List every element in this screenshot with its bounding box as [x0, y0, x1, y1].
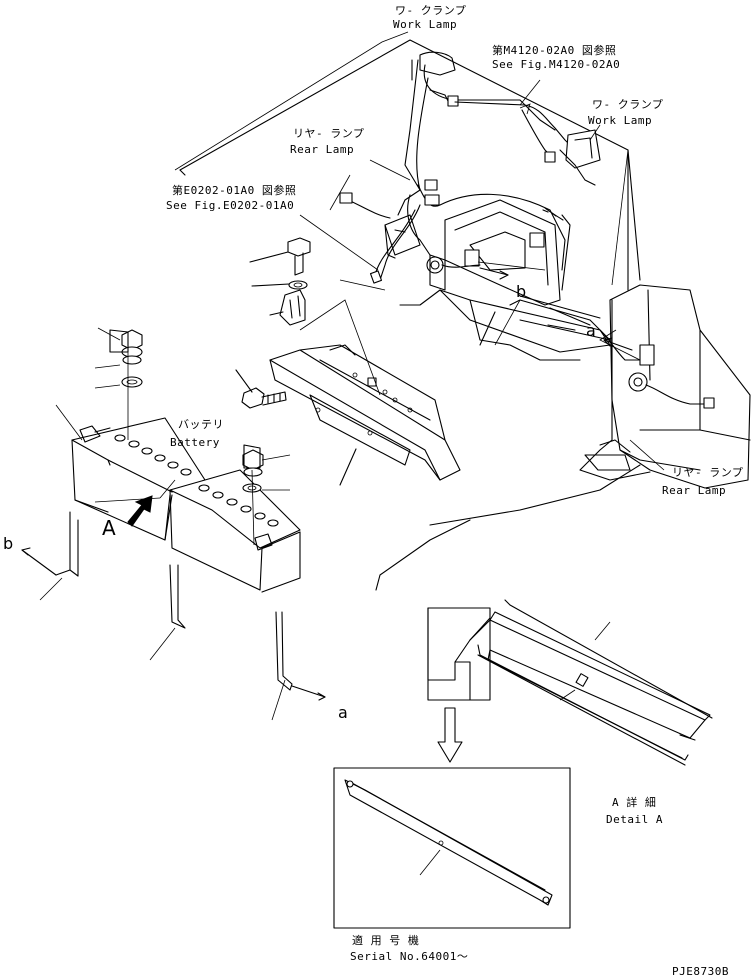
leader-lines — [174, 31, 665, 471]
battery-right — [169, 469, 301, 593]
see-fig-e-label-jp: 第E0202-01A0 図参照 — [172, 184, 297, 197]
rear-lamp-right-label-en: Rear Lamp — [662, 484, 727, 497]
work-lamp-right-label-jp: ワ- クランプ — [592, 98, 664, 111]
see-fig-m-label-en: See Fig.M4120-02A0 — [492, 58, 621, 71]
battery-label-en: Battery — [170, 436, 220, 449]
ref-b-right: b — [516, 282, 527, 301]
rear-lamp-right-label-jp: リヤ- ランプ — [672, 466, 744, 479]
detail-a-view — [333, 599, 713, 929]
chassis-outline — [179, 39, 751, 591]
serial-label-en: Serial No.64001～ — [350, 950, 469, 963]
wiring-harness — [339, 51, 641, 361]
ref-b-left: b — [3, 534, 14, 553]
work-lamp-top-label-jp: ワ- クランプ — [395, 4, 467, 17]
work-lamp-top-label-en: Work Lamp — [393, 18, 458, 31]
ref-a-right: a — [586, 321, 596, 340]
battery-mount-rail — [235, 344, 461, 486]
rear-lamp-top-label-jp: リヤ- ランプ — [293, 127, 365, 140]
serial-label-jp: 適 用 号 機 — [352, 934, 420, 947]
battery-hardware — [55, 327, 291, 546]
detail-a-label-en: Detail A — [606, 813, 663, 826]
hold-down-rods — [21, 511, 326, 721]
work-lamp-right-label-en: Work Lamp — [588, 114, 653, 127]
ref-a-bottom: a — [338, 703, 348, 722]
frame-tray — [384, 199, 611, 361]
ref-arrows — [479, 267, 633, 351]
bolt-group-upper — [249, 237, 311, 326]
see-fig-m-label-jp: 第M4120-02A0 図参照 — [492, 44, 617, 57]
battery-label-jp: バッテリ — [178, 418, 224, 431]
terminals-left — [79, 425, 192, 476]
terminals-right — [198, 484, 279, 551]
detail-a-label-jp: A 詳 細 — [612, 796, 657, 809]
rear-lamp-top-label-en: Rear Lamp — [290, 143, 355, 156]
see-fig-e-label-en: See Fig.E0202-01A0 — [166, 199, 295, 212]
view-a-arrow — [94, 479, 176, 527]
drawing-code: PJE8730B — [672, 965, 729, 978]
view-a-label: A — [102, 516, 116, 540]
